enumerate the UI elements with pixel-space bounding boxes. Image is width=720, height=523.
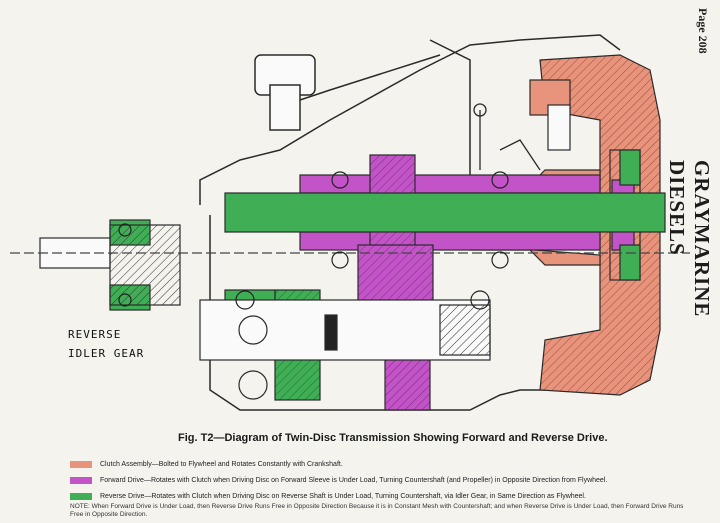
- legend-swatch-reverse: [70, 492, 92, 500]
- transmission-diagram: [10, 34, 690, 411]
- linkage: [473, 103, 541, 171]
- legend-text: Forward Drive—Rotates with Clutch when D…: [100, 476, 608, 484]
- countershaft: [199, 299, 491, 400]
- legend-item-forward: Forward Drive—Rotates with Clutch when D…: [70, 473, 670, 487]
- legend-swatch-clutch: [70, 460, 92, 468]
- legend-item-reverse: Reverse Drive—Rotates with Clutch when D…: [70, 489, 670, 503]
- idler-shaft: [10, 224, 690, 306]
- legend-text: Clutch Assembly—Bolted to Flywheel and R…: [100, 460, 343, 468]
- legend-text: Reverse Drive—Rotates with Clutch when D…: [100, 492, 586, 500]
- page-number: Page 208: [696, 8, 710, 54]
- note-text: NOTE: When Forward Drive is Under Load, …: [70, 503, 684, 518]
- side-title: GRAYMARINE DIESELS: [665, 160, 714, 318]
- housing: [199, 34, 621, 411]
- legend: Clutch Assembly—Bolted to Flywheel and R…: [70, 457, 670, 505]
- callout-reverse: REVERSE: [68, 328, 122, 341]
- callout-idler-gear: IDLER GEAR: [68, 347, 145, 360]
- legend-item-clutch: Clutch Assembly—Bolted to Flywheel and R…: [70, 457, 670, 471]
- bearings: [118, 171, 509, 310]
- figure-caption: Fig. T2—Diagram of Twin-Disc Transmissio…: [178, 432, 608, 444]
- legend-swatch-forward: [70, 476, 92, 484]
